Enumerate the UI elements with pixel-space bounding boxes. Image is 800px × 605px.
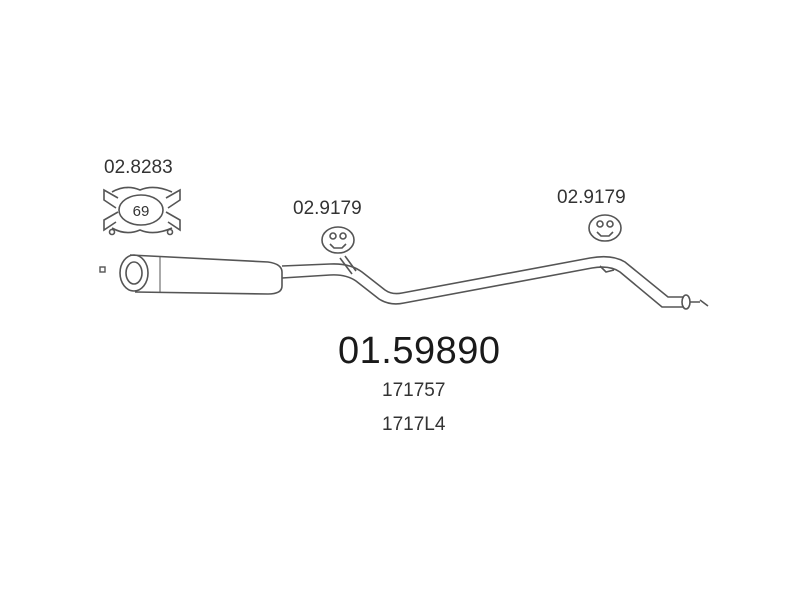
hanger-right-part-label: 02.9179	[557, 187, 626, 208]
hanger-right-drawing	[588, 214, 622, 273]
clamp-drawing	[103, 186, 181, 236]
hanger-left-drawing	[321, 226, 357, 275]
exhaust-pipe	[281, 255, 709, 310]
oe-reference-1: 171757	[382, 380, 446, 401]
muffler-drawing	[119, 254, 283, 295]
front-flange-marker	[99, 266, 106, 273]
clamp-size-label: 69	[133, 203, 150, 220]
main-part-number: 01.59890	[338, 330, 501, 372]
oe-reference-2: 1717L4	[382, 414, 446, 435]
hanger-left-part-label: 02.9179	[293, 198, 362, 219]
clamp-part-label: 02.8283	[104, 157, 173, 178]
